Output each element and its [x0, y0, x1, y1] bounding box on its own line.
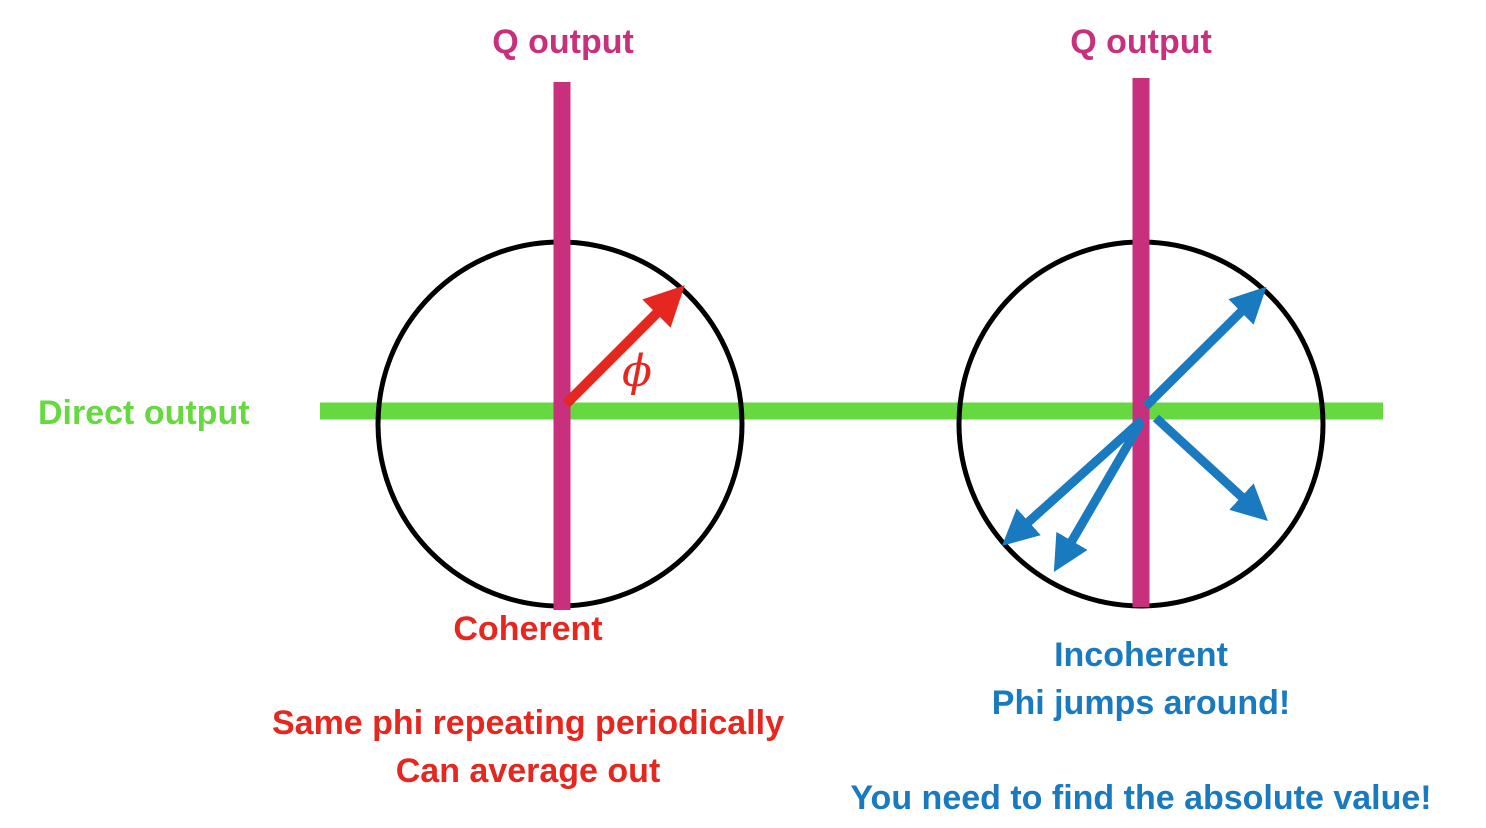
coherent-note-line-2: Can average out [395, 752, 661, 790]
direct-output-label: Direct output [38, 394, 250, 432]
phi-symbol: ϕ [622, 346, 652, 397]
incoherent-note-line: Phi jumps around! [991, 684, 1291, 722]
coherent-note-line-1: Same phi repeating periodically [271, 704, 785, 742]
incoherent-phasor-arrow-lower-left [1001, 416, 1146, 546]
absolute-value-note: You need to find the absolute value! [850, 779, 1432, 817]
incoherent-phasor-arrow-lower-right [1152, 414, 1268, 521]
coherent-phasor-arrow [562, 285, 685, 408]
incoherent-phasor-arrow-down-left [1053, 421, 1144, 573]
incoherent-caption: Incoherent [1054, 636, 1228, 674]
right-q-output-label: Q output [1070, 23, 1212, 61]
incoherent-phasor-arrow-upper-right [1142, 286, 1267, 410]
coherent-caption: Coherent [453, 610, 603, 648]
left-q-output-label: Q output [492, 23, 634, 61]
